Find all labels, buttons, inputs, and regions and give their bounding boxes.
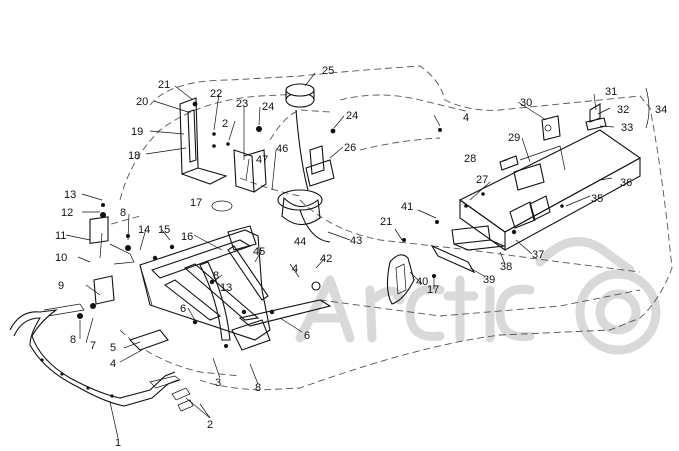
callout-label: 31 — [605, 86, 617, 98]
callout-label: 7 — [90, 340, 96, 352]
callout-label: 36 — [620, 177, 632, 189]
callout-label: 47 — [256, 154, 268, 166]
callout-label: 28 — [464, 153, 476, 165]
rear-tunnel — [451, 129, 642, 252]
callout-label: 22 — [210, 88, 222, 100]
bracket-left — [77, 203, 135, 319]
callout-label: 14 — [138, 224, 150, 236]
callout-label: 11 — [55, 230, 66, 242]
callout-label: 2 — [222, 118, 228, 130]
callout-label: 15 — [158, 224, 170, 236]
leader-lines — [65, 72, 650, 439]
callout-label: 8 — [255, 382, 261, 394]
callout-label: 24 — [262, 101, 274, 113]
skid-plate — [128, 329, 228, 412]
gas-tank — [256, 83, 336, 243]
callout-label: 45 — [253, 246, 265, 258]
callout-label: 25 — [322, 65, 334, 77]
callout-label: 8 — [70, 334, 76, 346]
callout-label: 6 — [180, 303, 186, 315]
front-frame — [139, 225, 332, 351]
callout-label: 6 — [304, 330, 310, 342]
callout-label: 17 — [190, 197, 202, 209]
rear-hardware — [499, 103, 607, 191]
callout-label: 8 — [213, 270, 219, 282]
callout-label: 46 — [276, 143, 288, 155]
watermark-logo — [295, 237, 661, 355]
callout-label: 26 — [344, 142, 356, 154]
callout-label: 9 — [58, 280, 64, 292]
steering-support — [179, 97, 267, 212]
callout-labels: 1 2 2 2 3 4 4 4 5 6 6 7 8 8 8 8 9 10 11 … — [55, 65, 667, 449]
callout-label: 30 — [520, 97, 532, 109]
front-bumper — [9, 303, 181, 407]
callout-label: 10 — [55, 252, 67, 264]
side-bracket — [311, 128, 476, 305]
chassis-outline — [89, 65, 673, 391]
callout-label: 12 — [61, 207, 73, 219]
callout-label: 35 — [591, 193, 603, 205]
callout-label: 4 — [110, 358, 116, 370]
callout-label: 16 — [181, 231, 193, 243]
callout-label: 13 — [220, 282, 232, 294]
callout-label: 4 — [463, 112, 469, 124]
callout-label: 32 — [617, 104, 629, 116]
callout-label: 33 — [621, 122, 633, 134]
callout-label: 2 — [207, 419, 213, 431]
callout-label: 1 — [115, 437, 121, 449]
callout-label: 29 — [508, 132, 520, 144]
callout-label: 21 — [158, 79, 170, 91]
callout-label: 27 — [476, 174, 488, 186]
callout-label: 8 — [120, 207, 126, 219]
callout-label: 34 — [655, 104, 667, 116]
callout-label: 4 — [292, 263, 298, 275]
callout-label: 17 — [427, 284, 439, 296]
callout-label: 13 — [64, 189, 76, 201]
callout-label: 24 — [346, 110, 358, 122]
callout-label: 40 — [416, 276, 428, 288]
callout-label: 43 — [350, 235, 362, 247]
callout-label: 42 — [320, 253, 332, 265]
callout-label: 23 — [236, 98, 248, 110]
callout-label: 41 — [401, 201, 413, 213]
callout-label: 39 — [483, 274, 495, 286]
callout-label: 38 — [500, 261, 512, 273]
callout-label: 18 — [128, 150, 140, 162]
callout-label: 5 — [110, 342, 116, 354]
callout-label: 44 — [294, 236, 306, 248]
callout-label: 20 — [136, 96, 148, 108]
callout-label: 37 — [532, 249, 544, 261]
callout-label: 19 — [131, 126, 143, 138]
callout-label: 3 — [215, 377, 221, 389]
callout-label: 21 — [380, 216, 392, 228]
